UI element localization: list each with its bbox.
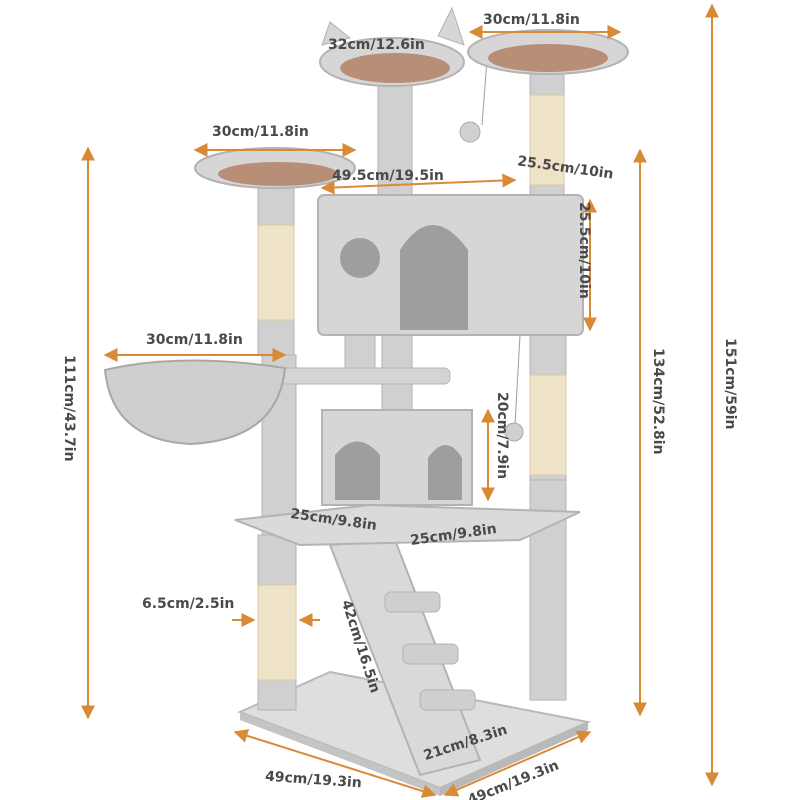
dim-line-base-left <box>233 729 437 798</box>
dim-label-lower-condo-height: 20cm/7.9in <box>494 392 510 480</box>
basket-platform <box>269 367 451 385</box>
dimension-lines <box>81 3 719 798</box>
lower-condo-opening-right <box>428 445 462 500</box>
dim-label-post-diameter: 6.5cm/2.5in <box>142 596 235 612</box>
dim-line-base-right <box>443 730 592 797</box>
dim-label-condo-width: 49.5cm/19.5in <box>332 168 444 184</box>
dim-line-condo-width <box>320 173 517 195</box>
dim-label-height-total: 151cm/59in <box>722 338 738 430</box>
perch-left-pad <box>218 162 338 186</box>
cat-ear-left <box>321 21 352 46</box>
upper-condo-door <box>400 225 468 330</box>
toy-ball <box>459 121 481 143</box>
dim-label-height-mid: 134cm/52.8in <box>650 348 666 455</box>
post-center-mid <box>344 329 376 371</box>
dim-label-top-right-perch: 30cm/11.8in <box>483 12 580 28</box>
post-right-upper-sisal <box>529 94 565 186</box>
dim-label-left-perch: 30cm/11.8in <box>212 124 309 140</box>
lower-condo-opening-left <box>335 441 380 500</box>
dim-label-height-left: 111cm/43.7in <box>61 355 77 462</box>
post-left-lower-sisal <box>257 584 297 681</box>
post-right-mid-sisal <box>529 374 567 476</box>
cat-ear-right <box>437 6 465 46</box>
toy-string <box>514 334 521 426</box>
upper-condo-round-hole <box>340 238 380 278</box>
lower-platform <box>234 503 581 547</box>
toy-ball <box>504 422 524 442</box>
post-center-upper <box>377 69 413 211</box>
post-left-upper-sisal <box>257 224 295 321</box>
ramp-step <box>384 591 441 613</box>
perch-top-right-pad <box>488 44 608 72</box>
toy-string <box>481 59 488 126</box>
dim-label-condo-height: 25.5cm/10in <box>576 202 592 299</box>
ramp-step <box>419 689 476 711</box>
dim-label-top-center-perch: 32cm/12.6in <box>328 37 425 53</box>
ramp-step <box>402 643 459 665</box>
perch-top-center-pad <box>340 53 450 83</box>
hammock-basket <box>103 359 287 446</box>
dim-label-basket-width: 30cm/11.8in <box>146 332 243 348</box>
